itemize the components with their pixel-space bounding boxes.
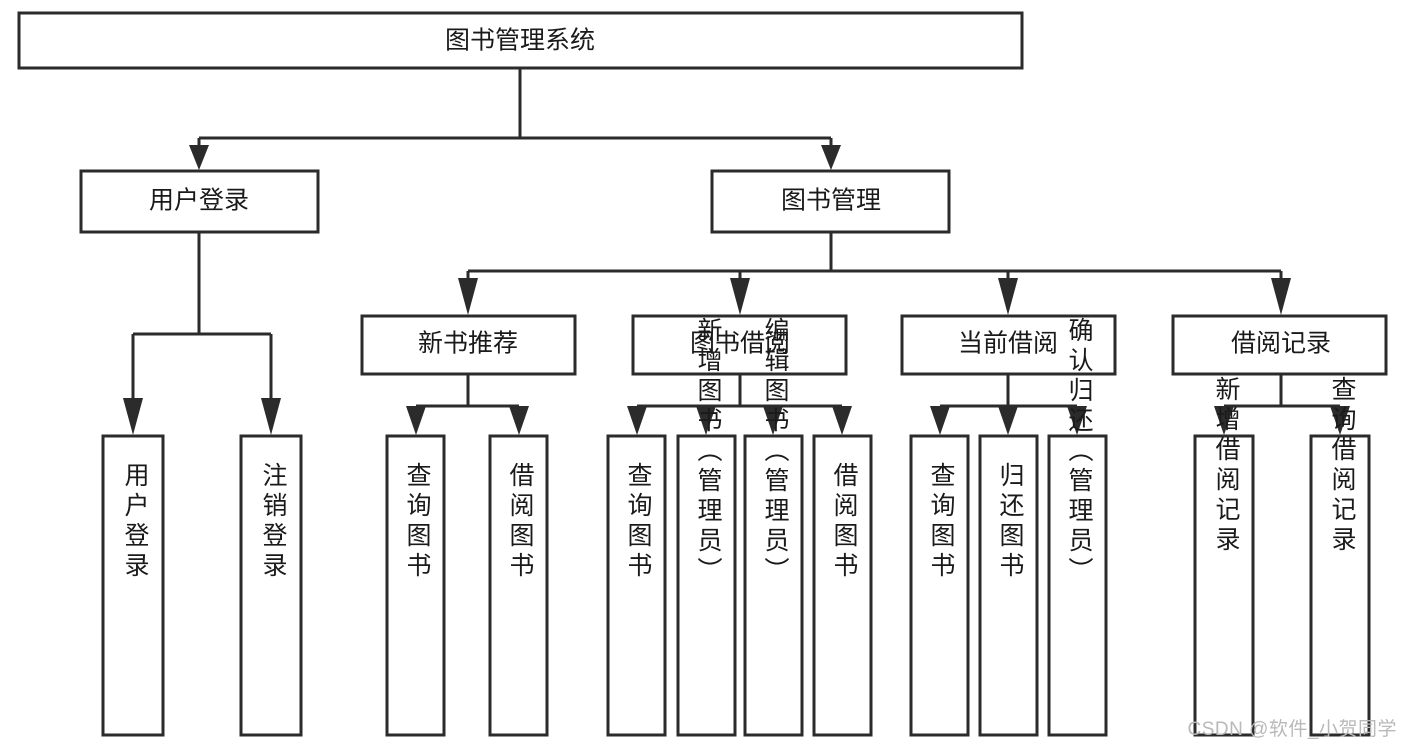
arrowhead-leaf-borrow-book-2 <box>832 406 852 435</box>
node-leaf-borrow-book-1-label: 借阅图书 <box>506 462 535 582</box>
node-leaf-logout-box[interactable] <box>239 434 303 737</box>
arrowhead-leaf-add-book <box>696 406 716 435</box>
node-book-borrow-label: 图书借阅 <box>690 330 790 358</box>
node-leaf-add-record-box[interactable] <box>1193 434 1255 737</box>
connector-group-bookmgmt-to-level3 <box>458 232 1291 315</box>
arrowhead-leaf-add-record <box>1214 406 1234 435</box>
node-leaf-query-book-3-label: 查询图书 <box>927 462 956 582</box>
node-book-management[interactable]: 图书管理 <box>710 169 951 234</box>
node-leaf-edit-book-box[interactable] <box>743 434 804 737</box>
connector-group-userlogin-to-leaves <box>123 232 281 435</box>
node-leaf-query-book-3[interactable]: 查询图书 <box>909 434 970 737</box>
node-leaf-return-book[interactable]: 归还图书 <box>978 434 1039 737</box>
node-user-login-label: 用户登录 <box>149 187 249 215</box>
node-book-management-box[interactable] <box>710 169 951 234</box>
node-current-borrow-label: 当前借阅 <box>958 330 1058 358</box>
node-current-borrow-box[interactable] <box>900 314 1117 376</box>
node-borrow-record[interactable]: 借阅记录 <box>1171 314 1388 376</box>
node-leaf-borrow-book-2[interactable]: 借阅图书 <box>812 434 873 737</box>
node-new-book-recommend-label: 新书推荐 <box>418 330 518 358</box>
connector-group-bookborrow-to-leaves <box>627 375 852 435</box>
node-root-label: 图书管理系统 <box>445 27 595 55</box>
node-leaf-confirm-return-box[interactable] <box>1047 434 1108 737</box>
node-leaf-confirm-return[interactable]: 确认归还（管理员） <box>1047 317 1108 737</box>
node-leaf-query-record[interactable]: 查询借阅记录 <box>1309 376 1371 737</box>
node-leaf-query-book-2-box[interactable] <box>606 434 667 737</box>
node-leaf-edit-book-label: 编辑图书（管理员） <box>761 317 790 587</box>
node-leaf-logout[interactable]: 注销登录 <box>239 434 303 737</box>
node-leaf-query-record-box[interactable] <box>1309 434 1371 737</box>
node-root-box[interactable] <box>17 11 1024 70</box>
arrowhead-leaf-edit-book <box>763 406 783 435</box>
arrowhead-borrow-record <box>1271 278 1291 315</box>
node-leaf-add-book-box[interactable] <box>676 434 737 737</box>
node-leaf-edit-book[interactable]: 编辑图书（管理员） <box>743 317 804 737</box>
node-leaf-add-book-label: 新增图书（管理员） <box>694 317 723 587</box>
arrowhead-leaf-query-book-3 <box>930 406 950 435</box>
node-new-book-recommend[interactable]: 新书推荐 <box>360 314 577 376</box>
connector-group-currentborrow-to-leaves <box>930 375 1087 435</box>
node-leaf-add-record-label: 新增借阅记录 <box>1212 376 1241 556</box>
node-borrow-record-box[interactable] <box>1171 314 1388 376</box>
node-leaf-query-record-label: 查询借阅记录 <box>1328 376 1357 556</box>
node-user-login[interactable]: 用户登录 <box>79 169 320 234</box>
arrowhead-current-borrow <box>998 278 1018 315</box>
node-leaf-add-book[interactable]: 新增图书（管理员） <box>676 317 737 737</box>
node-user-login-box[interactable] <box>79 169 320 234</box>
node-leaf-user-login-box[interactable] <box>101 434 165 737</box>
node-leaf-return-book-label: 归还图书 <box>996 462 1025 582</box>
node-leaf-query-book-2[interactable]: 查询图书 <box>606 434 667 737</box>
node-book-borrow[interactable]: 图书借阅 <box>631 314 848 376</box>
node-leaf-user-login[interactable]: 用户登录 <box>101 434 165 737</box>
node-new-book-recommend-box[interactable] <box>360 314 577 376</box>
arrowhead-new-book-recommend <box>458 278 478 315</box>
node-leaf-query-book-1[interactable]: 查询图书 <box>385 434 446 737</box>
arrowhead-leaf-query-book-2 <box>627 406 647 435</box>
arrowhead-book-borrow <box>730 278 750 315</box>
node-leaf-query-book-1-label: 查询图书 <box>403 462 432 582</box>
node-root[interactable]: 图书管理系统 <box>17 11 1024 70</box>
node-leaf-borrow-book-2-box[interactable] <box>812 434 873 737</box>
node-book-management-label: 图书管理 <box>781 187 881 215</box>
arrowhead-leaf-query-book-1 <box>406 406 426 435</box>
connector-group-newbook-to-leaves <box>406 375 529 435</box>
node-book-borrow-box[interactable] <box>631 314 848 376</box>
arrowhead-user-login <box>189 145 209 170</box>
node-current-borrow[interactable]: 当前借阅 <box>900 314 1117 376</box>
arrowhead-leaf-logout <box>261 398 281 435</box>
node-leaf-confirm-return-label: 确认归还（管理员） <box>1065 317 1094 587</box>
node-leaf-query-book-3-box[interactable] <box>909 434 970 737</box>
arrowhead-leaf-confirm-return <box>1067 406 1087 435</box>
connector-group-borrowrecord-to-leaves <box>1214 375 1350 435</box>
node-leaf-borrow-book-2-label: 借阅图书 <box>830 462 859 582</box>
arrowhead-book-management <box>821 145 841 170</box>
connector-group-root-to-level2 <box>189 68 841 170</box>
node-leaf-borrow-book-1-box[interactable] <box>488 434 549 737</box>
arrowhead-leaf-borrow-book-1 <box>509 406 529 435</box>
node-leaf-query-book-1-box[interactable] <box>385 434 446 737</box>
node-leaf-query-book-2-label: 查询图书 <box>624 462 653 582</box>
node-borrow-record-label: 借阅记录 <box>1231 330 1331 358</box>
node-leaf-return-book-box[interactable] <box>978 434 1039 737</box>
node-leaf-user-login-label: 用户登录 <box>121 462 150 582</box>
node-leaf-add-record[interactable]: 新增借阅记录 <box>1193 376 1255 737</box>
node-leaf-borrow-book-1[interactable]: 借阅图书 <box>488 434 549 737</box>
arrowhead-leaf-user-login <box>123 398 143 435</box>
arrowhead-leaf-query-record <box>1330 406 1350 435</box>
node-leaf-logout-label: 注销登录 <box>259 462 288 582</box>
arrowhead-leaf-return-book <box>998 406 1018 435</box>
